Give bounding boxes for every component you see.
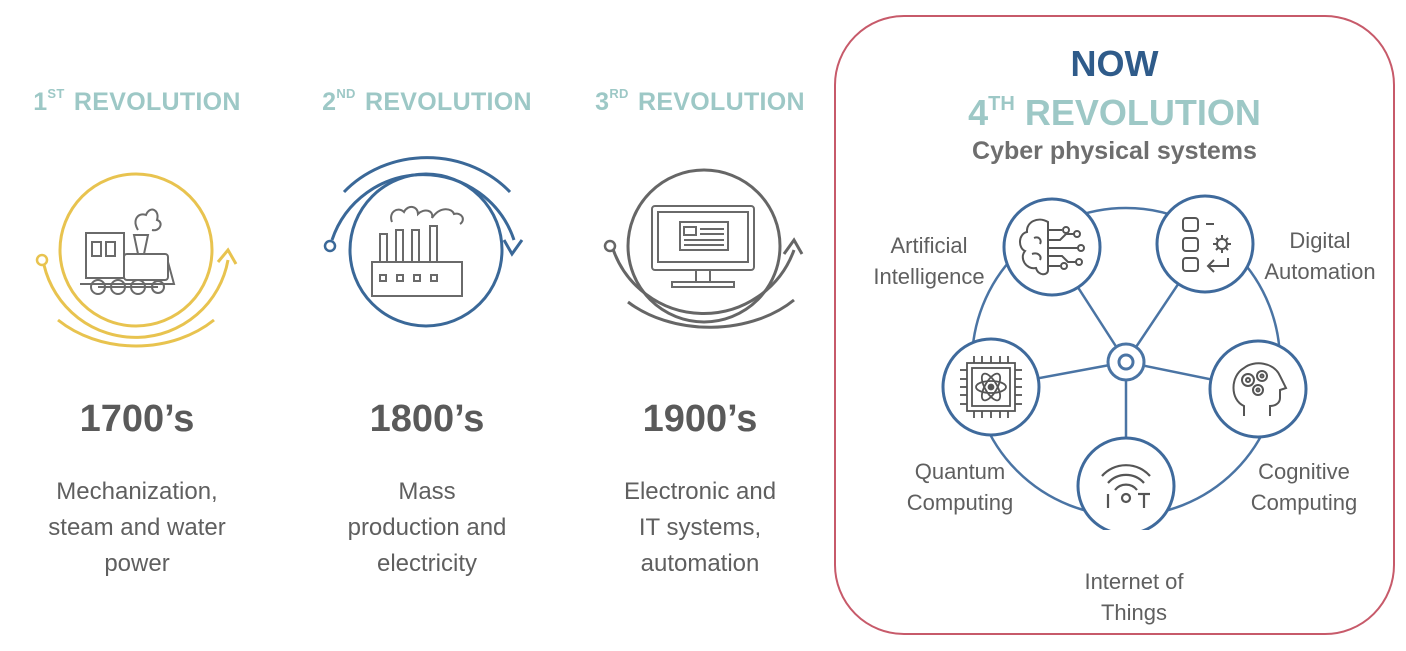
- revolution-1-title: 1ST REVOLUTION: [33, 85, 241, 116]
- head-gears-icon: [1208, 339, 1308, 439]
- factory-icon: [323, 156, 524, 328]
- revolution-2-year: 1800’s: [369, 398, 485, 440]
- brain-circuit-icon: [1002, 197, 1102, 297]
- revolution-1-column: 1ST REVOLUTION 1700’s Mechanization,stea…: [14, 0, 260, 651]
- now-title: NOW: [1070, 43, 1159, 84]
- steam-train-icon: [35, 172, 238, 348]
- now-panel-border: [834, 15, 1395, 635]
- quantum-chip-icon: [941, 337, 1041, 437]
- automation-flow-icon: [1155, 194, 1255, 294]
- computer-monitor-icon: [603, 168, 804, 329]
- iot-wifi-icon: [1076, 436, 1176, 530]
- revolution-4-subtitle: Cyber physical systems: [972, 137, 1257, 165]
- revolution-2-title: 2ND REVOLUTION: [322, 85, 532, 116]
- revolution-4-title: 4TH REVOLUTION: [968, 92, 1261, 133]
- cyber-physical-network: [941, 194, 1308, 530]
- revolution-3-year: 1900’s: [642, 398, 758, 440]
- revolution-3-title: 3RD REVOLUTION: [595, 85, 805, 116]
- revolution-1-year: 1700’s: [79, 398, 195, 440]
